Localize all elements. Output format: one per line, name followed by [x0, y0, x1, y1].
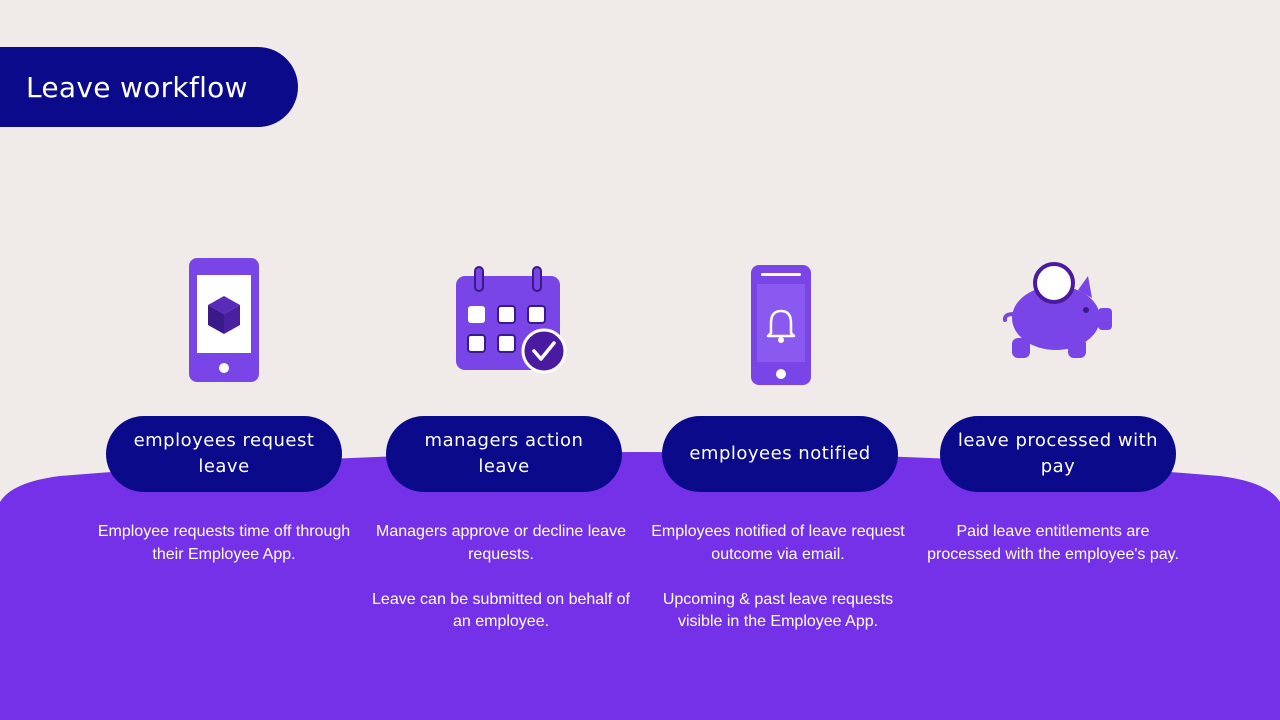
calendar-check-icon: [454, 266, 568, 374]
step-label-action: managers action leave: [386, 416, 622, 492]
title-banner: Leave workflow: [0, 47, 298, 127]
step-label-notified: employees notified: [662, 416, 898, 492]
step-description-notified: Employees notified of leave request outc…: [647, 521, 909, 634]
step-description-processed: Paid leave entitlements are processed wi…: [926, 521, 1180, 566]
description-text: Upcoming & past leave requests visible i…: [662, 590, 894, 631]
step-description-action: Managers approve or decline leave reques…: [371, 521, 631, 634]
description-text: Paid leave entitlements are processed wi…: [927, 523, 1179, 563]
page-title: Leave workflow: [26, 70, 248, 104]
description-text: Leave can be submitted on behalf of an e…: [372, 590, 630, 631]
step-label-request: employees request leave: [106, 416, 342, 492]
description-text: Employees notified of leave request outc…: [651, 523, 905, 563]
phone-bell-icon: [750, 264, 812, 386]
purple-band: [0, 430, 1280, 720]
step-label-processed: leave processed with pay: [940, 416, 1176, 492]
phone-cube-icon: [188, 257, 260, 383]
description-text: Managers approve or decline leave reques…: [376, 523, 626, 563]
piggy-bank-icon: [1002, 262, 1114, 362]
step-description-request: Employee requests time off through their…: [94, 521, 354, 566]
description-text: Employee requests time off through their…: [97, 523, 351, 563]
